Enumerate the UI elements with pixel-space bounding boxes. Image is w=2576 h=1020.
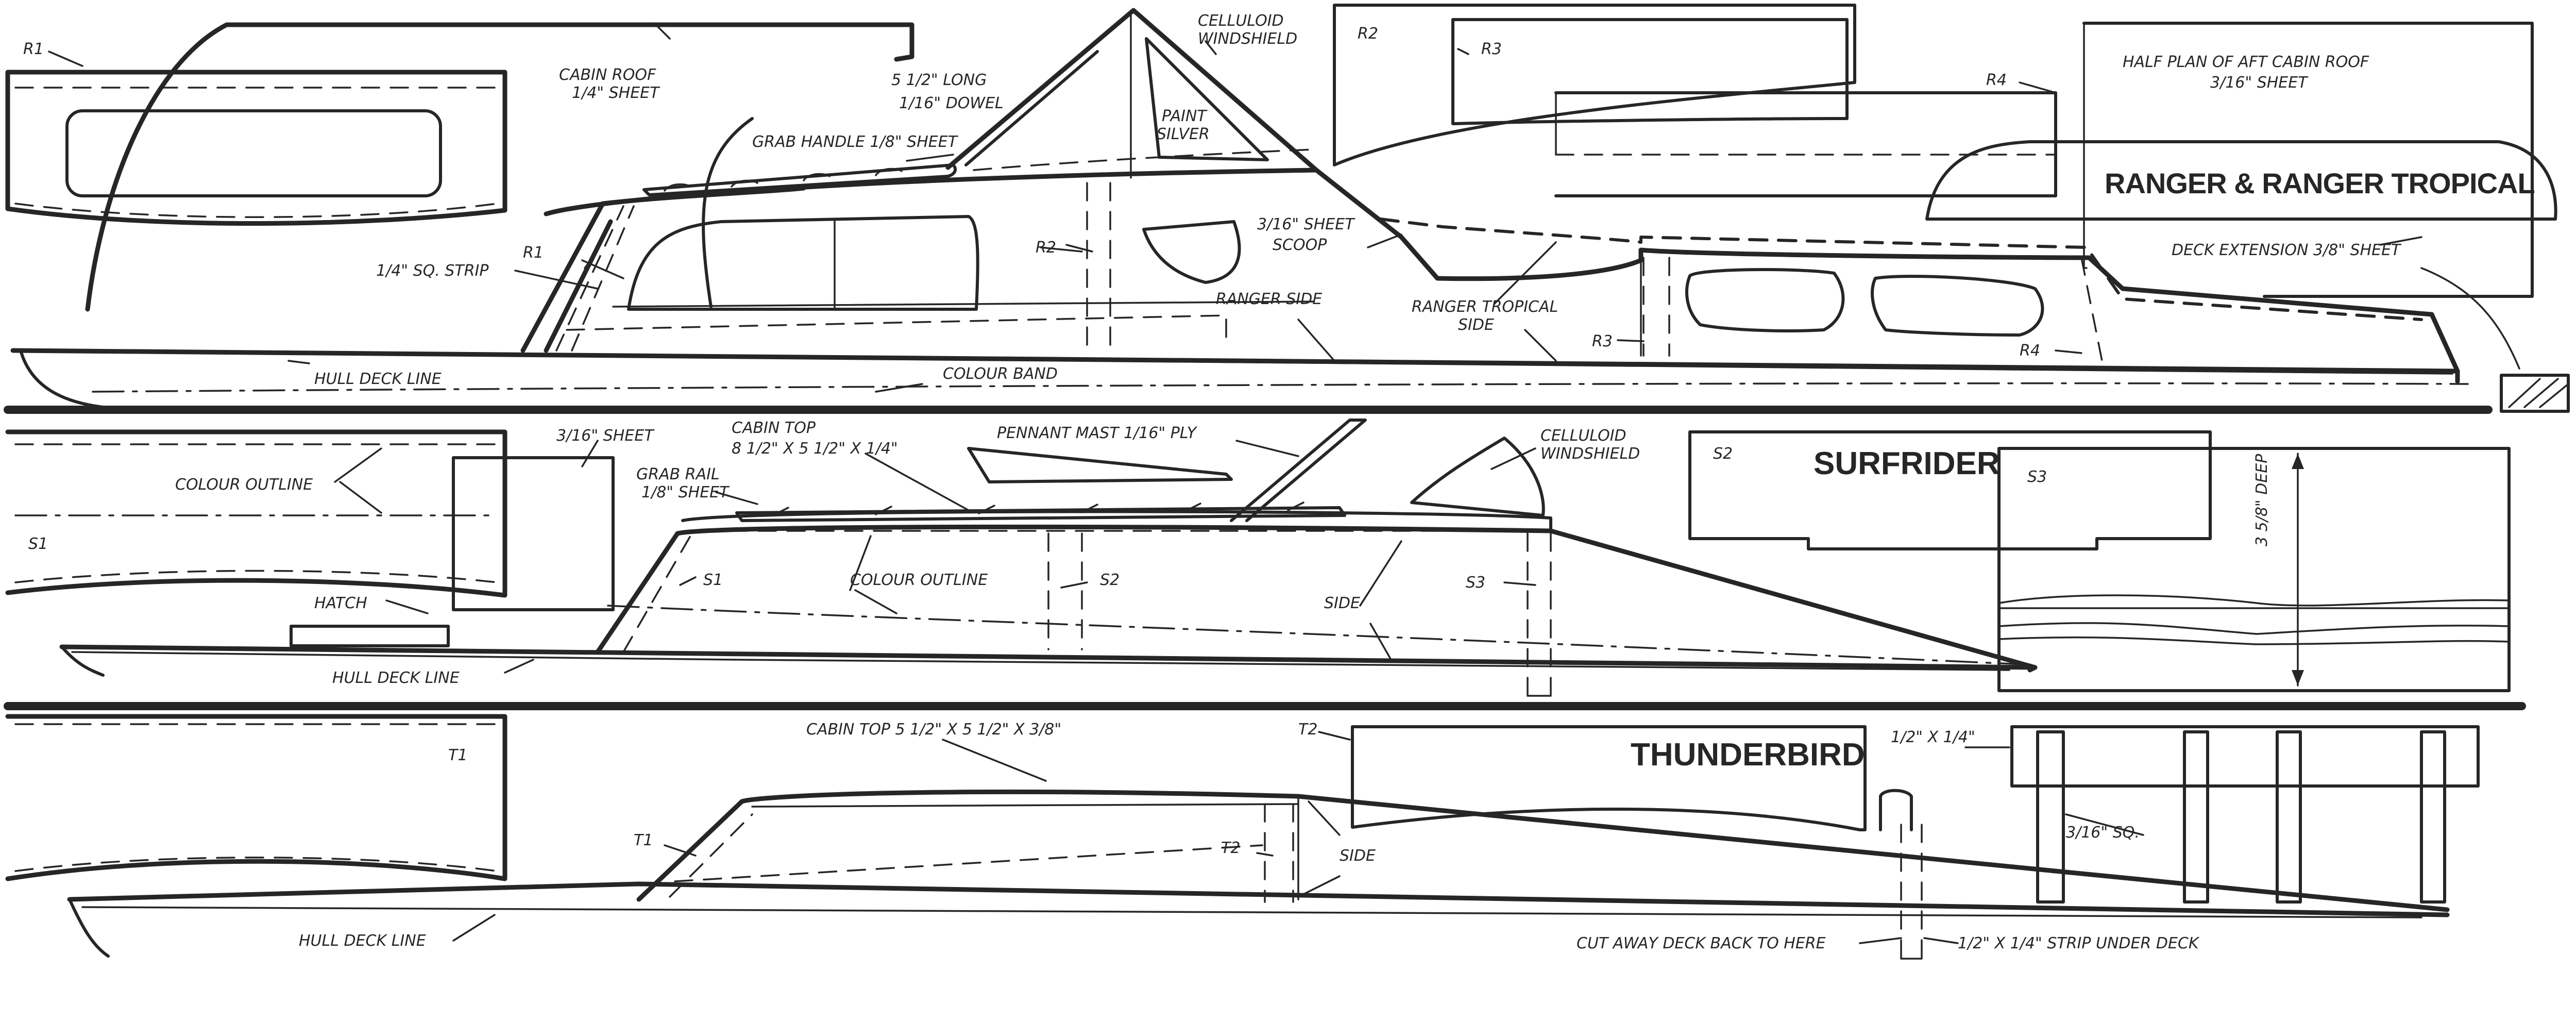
- label-surf-windshield-1: CELLULOID: [1540, 427, 1626, 445]
- label-r2-b: R2: [1036, 239, 1056, 257]
- label-r2-a: R2: [1358, 25, 1378, 43]
- surfrider-cabin: [595, 419, 2038, 697]
- label-deep: 3 5/8" DEEP: [2253, 454, 2271, 546]
- label-colour-outline-2: COLOUR OUTLINE: [850, 571, 988, 589]
- label-cabin-roof-1: CABIN ROOF: [559, 66, 656, 84]
- label-ranger-windshield-2: WINDSHIELD: [1198, 30, 1297, 48]
- label-r4-b: R4: [2020, 342, 2040, 360]
- label-scoop-2: SCOOP: [1273, 236, 1327, 254]
- ranger-leaders: [48, 22, 2520, 393]
- label-pennant: PENNANT MAST 1/16" PLY: [997, 424, 1198, 442]
- parts-s2-s3: [1688, 430, 2511, 692]
- label-hatch: HATCH: [314, 594, 367, 612]
- label-surf-cabin-top-1: CABIN TOP: [732, 419, 816, 437]
- surfrider-section: 3/16" SHEET COLOUR OUTLINE S1 GRAB RAIL …: [5, 419, 2511, 697]
- label-scoop-1: 3/16" SHEET: [1257, 215, 1355, 233]
- label-strip-size: 1/2" X 1/4": [1891, 728, 1975, 746]
- thunderbird-leaders: [452, 731, 2144, 944]
- part-t1: [5, 714, 507, 881]
- thunderbird-cabin: [636, 725, 2480, 960]
- cabin-roof-curve: [85, 22, 914, 312]
- label-deck-extension: DECK EXTENSION 3/8" SHEET: [2172, 241, 2402, 259]
- stern-block: [2500, 374, 2570, 413]
- label-r3-b: R3: [1592, 332, 1613, 350]
- title-thunderbird: THUNDERBIRD: [1631, 737, 1865, 773]
- label-tropical-side-1: RANGER TROPICAL: [1412, 298, 1558, 316]
- parts-r2-r3: [1333, 4, 2057, 197]
- label-ranger-windshield-1: CELLULOID: [1198, 12, 1284, 30]
- surfrider-labels: 3/16" SHEET COLOUR OUTLINE S1 GRAB RAIL …: [28, 419, 2271, 687]
- label-tb-hull-deck-line: HULL DECK LINE: [299, 932, 426, 950]
- label-paint-1: PAINT: [1162, 107, 1208, 125]
- label-surf-cabin-top-2: 8 1/2" X 5 1/2" X 1/4": [732, 440, 898, 458]
- label-sq: 3/16" SQ.: [2066, 824, 2140, 842]
- label-surf-hull-deck-line: HULL DECK LINE: [332, 669, 460, 687]
- label-t2-a: T2: [1298, 721, 1317, 739]
- label-grab-rail-2: 1/8" SHEET: [641, 483, 730, 501]
- title-surfrider: SURFRIDER: [1814, 446, 2000, 481]
- thunderbird-hull-deck: [67, 881, 2450, 917]
- label-surf-windshield-2: WINDSHIELD: [1540, 445, 1640, 463]
- surfrider-leaders: [334, 440, 1536, 674]
- ranger-labels: R1 CABIN ROOF 1/4" SHEET 5 1/2" LONG 1/1…: [23, 12, 2535, 388]
- label-r4-a: R4: [1986, 71, 2007, 89]
- label-t2-b: T2: [1221, 839, 1240, 857]
- hatch: [290, 625, 450, 647]
- label-surf-side: SIDE: [1324, 594, 1360, 612]
- ranger-hull-bottom: [19, 349, 105, 409]
- label-tb-side: SIDE: [1340, 847, 1376, 865]
- part-s1: [5, 429, 615, 611]
- label-grab-rail-1: GRAB RAIL: [636, 465, 720, 483]
- thunderbird-section: T1 CABIN TOP 5 1/2" X 5 1/2" X 3/8" T2 T…: [5, 714, 2480, 960]
- title-ranger: RANGER & RANGER TROPICAL: [2105, 167, 2535, 199]
- label-ranger-side: RANGER SIDE: [1216, 290, 1322, 308]
- label-surf-sheet: 3/16" SHEET: [556, 427, 655, 445]
- label-s2-b: S2: [1713, 445, 1733, 463]
- thunderbird-labels: T1 CABIN TOP 5 1/2" X 5 1/2" X 3/8" T2 T…: [299, 721, 2200, 952]
- label-r3-a: R3: [1481, 40, 1502, 58]
- label-tropical-side-2: SIDE: [1458, 316, 1494, 334]
- part-r1-cabin-roof: [5, 70, 507, 226]
- cabin-roof-edge: [702, 117, 754, 308]
- label-grab-handle: GRAB HANDLE 1/8" SHEET: [752, 133, 959, 151]
- label-cut-away: CUT AWAY DECK BACK TO HERE: [1577, 934, 1826, 952]
- label-cabin-roof-2: 1/4" SHEET: [572, 84, 660, 102]
- label-half-plan-1: HALF PLAN OF AFT CABIN ROOF: [2123, 53, 2369, 71]
- label-dowel-2: 1/16" DOWEL: [899, 94, 1004, 112]
- label-tb-cabin-top: CABIN TOP 5 1/2" X 5 1/2" X 3/8": [806, 721, 1061, 739]
- label-half-plan-2: 3/16" SHEET: [2210, 74, 2309, 92]
- ranger-cabin: [520, 8, 2460, 374]
- label-ranger-hull-deck-line: HULL DECK LINE: [314, 370, 442, 388]
- label-r1-b: R1: [523, 244, 544, 262]
- label-sq-strip: 1/4" SQ. STRIP: [376, 262, 489, 280]
- label-dowel-1: 5 1/2" LONG: [891, 71, 987, 89]
- label-s3-a: S3: [1466, 574, 1485, 592]
- label-colour-outline-1: COLOUR OUTLINE: [175, 476, 313, 494]
- label-r1: R1: [23, 40, 44, 58]
- label-s1-a: S1: [28, 535, 48, 553]
- label-s2-a: S2: [1100, 571, 1120, 589]
- label-s3-b: S3: [2027, 468, 2047, 486]
- label-t1-a: T1: [448, 746, 467, 764]
- label-s1-b: S1: [703, 571, 723, 589]
- label-paint-2: SILVER: [1157, 125, 1210, 143]
- label-colour-band: COLOUR BAND: [943, 365, 1058, 383]
- label-t1-b: T1: [634, 831, 653, 849]
- ranger-section: R1 CABIN ROOF 1/4" SHEET 5 1/2" LONG 1/1…: [5, 4, 2570, 413]
- label-strip-under: 1/2" X 1/4" STRIP UNDER DECK: [1958, 934, 2200, 952]
- colour-band-line: [92, 382, 2469, 393]
- section-dividers: [4, 406, 2526, 710]
- half-plan-aft-roof: [1925, 22, 2557, 298]
